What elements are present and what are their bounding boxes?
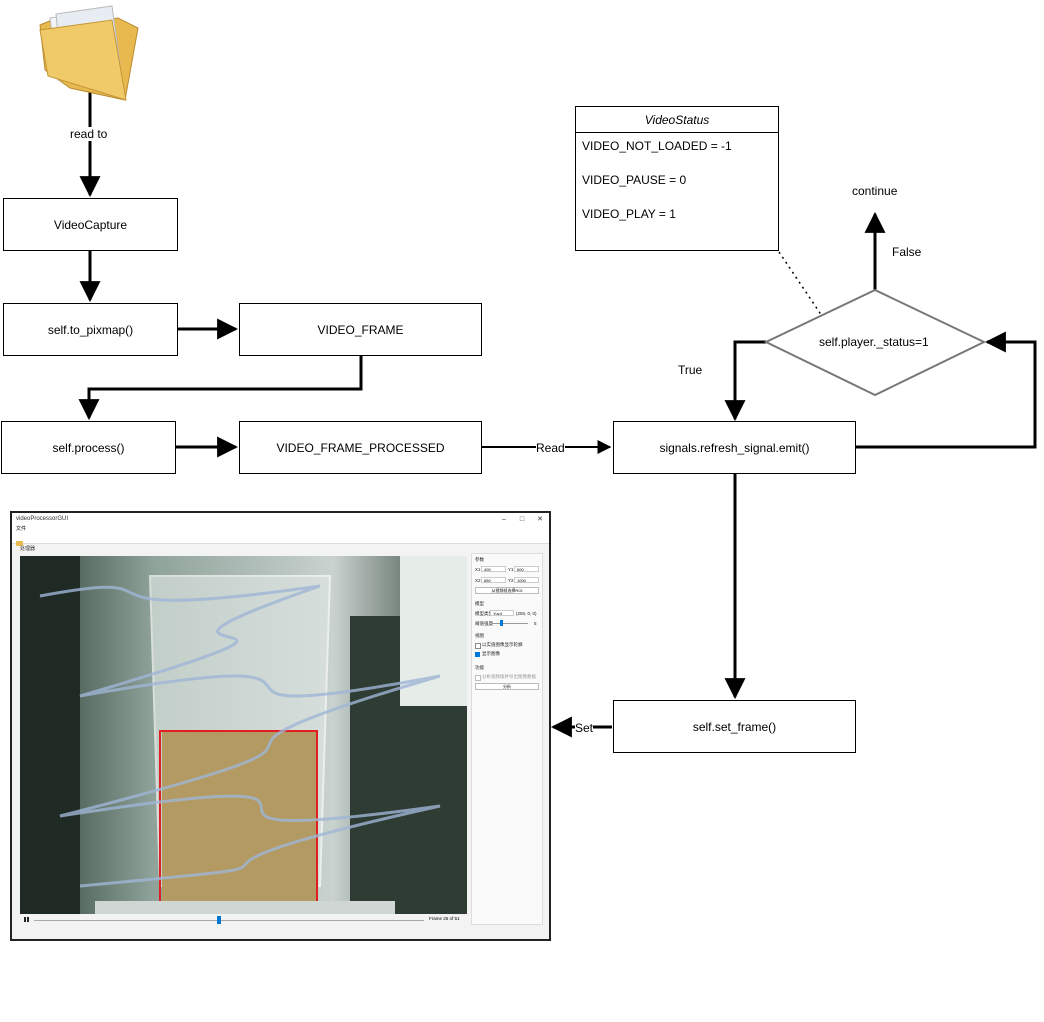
toolbar: [12, 533, 549, 546]
node-label: VIDEO_FRAME_PROCESSED: [276, 440, 445, 455]
minimize-icon[interactable]: –: [502, 515, 506, 523]
x1-label: X1: [475, 567, 481, 572]
folder-icon: [39, 5, 139, 101]
node-set-frame: self.set_frame(): [613, 700, 856, 753]
node-to-pixmap: self.to_pixmap(): [3, 303, 178, 356]
display-title: 视图: [475, 633, 484, 638]
checkbox-contour-label: 以实值图像显示轮廓: [482, 642, 523, 647]
params-title: 参数: [475, 557, 484, 562]
label-true: True: [678, 363, 703, 377]
video-status-class: VideoStatus VIDEO_NOT_LOADED = -1 VIDEO_…: [575, 106, 779, 251]
node-video-frame-processed: VIDEO_FRAME_PROCESSED: [239, 421, 482, 474]
frame-status: Frame 25 of 51: [429, 916, 460, 921]
y2-input[interactable]: 1000: [514, 577, 539, 583]
roi-button[interactable]: 从视频帧选择ROI: [475, 587, 539, 594]
edge-decision-true: [724, 340, 766, 422]
threshold-value: 5: [534, 621, 537, 626]
x1-input[interactable]: 400: [481, 566, 506, 572]
node-label: VIDEO_FRAME: [317, 322, 404, 337]
side-panel: 参数 X1 400 Y1 600 X2 650 Y2 1000 从视频帧选择RO…: [471, 553, 543, 925]
edge-emit-loop-to-decision: [856, 331, 1037, 449]
open-folder-icon[interactable]: [16, 541, 23, 546]
video-status-item: VIDEO_PAUSE = 0: [582, 173, 687, 187]
menu-file[interactable]: 文件: [12, 525, 549, 533]
y1-label: Y1: [508, 567, 514, 572]
checkbox-show-image-label: 显示图像: [482, 651, 500, 656]
label-read: Read: [536, 441, 565, 455]
node-process: self.process(): [1, 421, 176, 474]
checkbox-analyze[interactable]: [475, 675, 481, 681]
label-set: Set: [575, 721, 594, 735]
seek-slider[interactable]: [34, 920, 424, 921]
x2-input[interactable]: 650: [481, 577, 506, 583]
decision-diamond: [763, 288, 987, 397]
label-read-to: read to: [70, 127, 108, 141]
node-label: self.to_pixmap(): [47, 322, 134, 337]
edge-dotted-status: [778, 251, 823, 317]
close-icon[interactable]: ✕: [537, 516, 543, 523]
window-title: videoProcessorGUI: [16, 516, 69, 522]
x2-label: X2: [475, 578, 481, 583]
y1-input[interactable]: 600: [514, 566, 539, 572]
video-status-title: VideoStatus: [576, 107, 778, 133]
node-label: self.set_frame(): [692, 719, 777, 734]
threshold-slider[interactable]: [492, 623, 528, 624]
video-frame-image: [20, 556, 467, 914]
threshold-label: 阈值强度: [475, 621, 493, 626]
video-frame-view: [20, 556, 467, 914]
playback-controls: Frame 25 of 51: [20, 914, 467, 926]
threshold-slider-handle[interactable]: [500, 620, 503, 626]
maximize-icon[interactable]: □: [519, 515, 525, 523]
func-title: 功能: [475, 665, 484, 670]
analyze-button[interactable]: 分析: [475, 683, 539, 690]
model-title: 模型: [475, 601, 484, 606]
decision-label: self.player._status=1: [819, 335, 929, 349]
model-select[interactable]: Yuv4: [490, 610, 514, 616]
pause-icon[interactable]: [24, 917, 29, 922]
video-status-item: VIDEO_NOT_LOADED = -1: [582, 139, 732, 153]
node-label: self.process(): [52, 440, 125, 455]
model-label: 模型类型: [475, 611, 493, 616]
node-video-capture: VideoCapture: [3, 198, 178, 251]
model-extra: (255, 0, 0): [516, 611, 537, 616]
edge-frame-to-process: [78, 356, 363, 421]
node-label: VideoCapture: [53, 217, 128, 232]
node-label: signals.refresh_signal.emit(): [659, 440, 810, 455]
tab-processor[interactable]: 处理器: [20, 546, 36, 552]
checkbox-contour[interactable]: [475, 643, 481, 649]
seek-slider-handle[interactable]: [217, 916, 222, 924]
app-window: videoProcessorGUI – □ ✕ 文件 处理器: [10, 511, 551, 941]
node-video-frame: VIDEO_FRAME: [239, 303, 482, 356]
checkbox-show-image[interactable]: [475, 652, 480, 657]
node-refresh-emit: signals.refresh_signal.emit(): [613, 421, 856, 474]
window-titlebar: videoProcessorGUI – □ ✕: [12, 513, 549, 525]
label-continue: continue: [852, 184, 898, 198]
y2-label: Y2: [508, 578, 514, 583]
video-status-item: VIDEO_PLAY = 1: [582, 207, 676, 221]
checkbox-analyze-label: 分析视频版并导出图像数据: [482, 674, 536, 679]
label-false: False: [892, 245, 922, 259]
